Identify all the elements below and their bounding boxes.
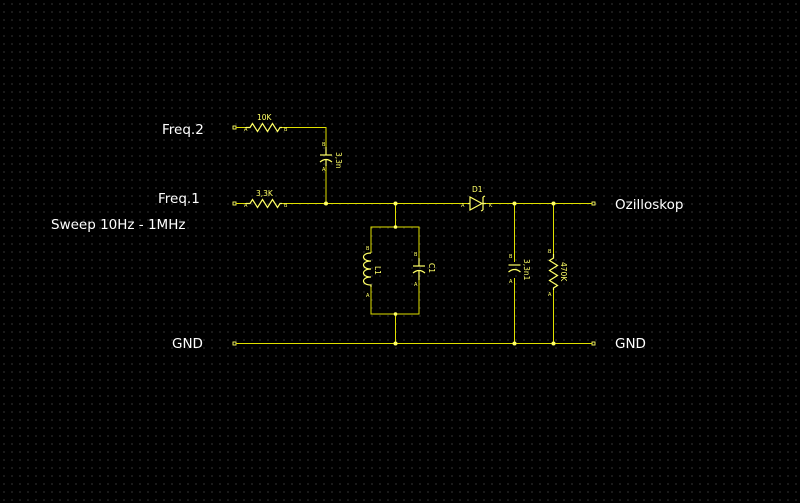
capacitor-3-3n1[interactable]: B A 3,3n1: [508, 254, 532, 285]
port-freq2[interactable]: [232, 125, 237, 130]
capacitor-3-3n[interactable]: B A 3,3n: [319, 142, 343, 173]
sweep-annotation: Sweep 10Hz - 1MHz: [51, 217, 185, 233]
junction-node: [512, 201, 517, 206]
pin-b-label: B: [414, 252, 418, 258]
resistor-value-label: 470K: [559, 262, 568, 282]
port-freq1[interactable]: [232, 201, 237, 206]
inductor-l1[interactable]: B A L1: [362, 246, 383, 299]
diode-d1[interactable]: A K D1: [461, 185, 493, 212]
capacitor-ref-label: C1: [427, 263, 436, 273]
net-label-freq1: Freq.1: [158, 191, 200, 207]
resistor-470k[interactable]: B A 470K: [548, 249, 568, 298]
wires: [236, 127, 592, 344]
pin-a-label: A: [366, 293, 370, 299]
inductor-ref-label: L1: [373, 266, 382, 275]
pin-a-label: A: [509, 279, 513, 285]
resistor-3-3k[interactable]: A B 3,3K: [244, 189, 288, 209]
resistor-value-label: 3,3K: [256, 189, 274, 198]
pin-b-label: B: [284, 203, 288, 209]
junction-node: [393, 341, 398, 346]
capacitor-c1[interactable]: B A C1: [412, 252, 436, 288]
junction-node: [393, 225, 398, 229]
pin-a-label: A: [414, 282, 418, 288]
capacitor-value-label: 3,3n1: [522, 259, 531, 281]
junction-node: [551, 201, 556, 206]
pin-a-label: A: [244, 127, 248, 133]
resistor-10k[interactable]: A B 10K: [244, 113, 288, 133]
diode-ref-label: D1: [472, 185, 483, 194]
pin-a-label: A: [548, 292, 552, 298]
net-label-output: Ozilloskop: [615, 197, 683, 213]
pin-b-label: B: [284, 127, 288, 133]
capacitor-value-label: 3,3n: [334, 152, 343, 169]
port-gnd-left[interactable]: [232, 341, 237, 346]
pin-a-label: A: [244, 203, 248, 209]
port-gnd-right[interactable]: [591, 341, 596, 346]
junction-node: [324, 201, 328, 206]
junction-node: [551, 341, 556, 346]
junction-node: [393, 312, 398, 316]
pin-b-label: B: [509, 254, 513, 260]
resistor-value-label: 10K: [257, 113, 273, 122]
pin-b-label: B: [548, 249, 552, 255]
junction-node: [512, 341, 517, 346]
net-label-freq2: Freq.2: [162, 122, 204, 138]
pin-b-label: B: [366, 246, 370, 252]
junction-node: [393, 201, 398, 206]
pin-b-label: B: [322, 142, 326, 148]
port-output[interactable]: [591, 201, 596, 206]
net-label-gnd-right: GND: [615, 336, 646, 352]
net-label-gnd-left: GND: [172, 336, 203, 352]
pin-a-label: A: [322, 167, 326, 173]
pin-k-label: K: [489, 203, 493, 209]
pin-a-label: A: [461, 203, 465, 209]
